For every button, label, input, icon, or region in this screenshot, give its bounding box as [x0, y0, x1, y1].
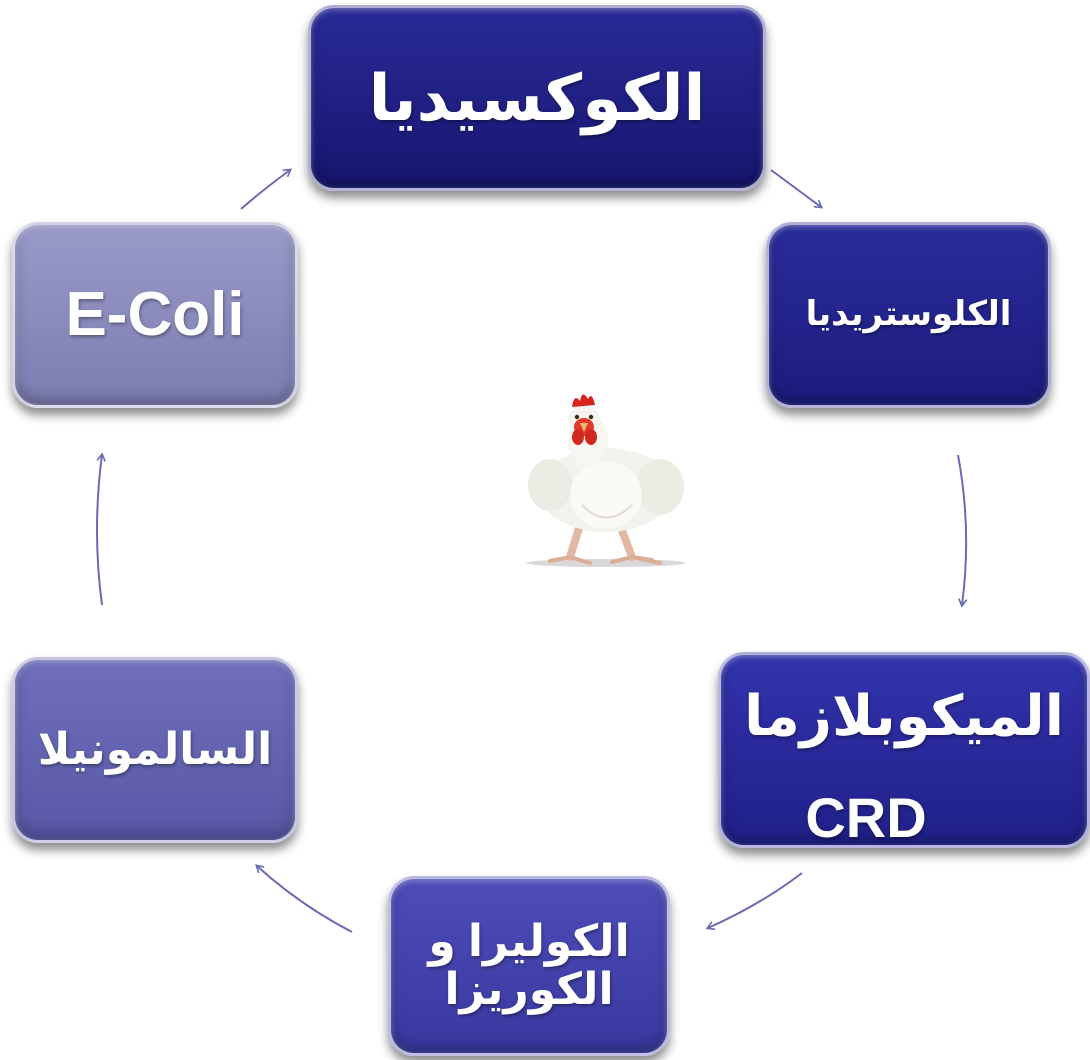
arrow-coccidia-to-clostridia [770, 169, 824, 209]
node-salmonella-label: السالمونيلا [37, 724, 273, 774]
node-coryza-label: الكوريزا [444, 965, 614, 1014]
arrow-clostridia-to-mycoplasma [957, 454, 968, 608]
node-mycoplasma-label: الميكوبلازما [744, 684, 1064, 748]
node-coccidia: الكوكسيديا [308, 5, 766, 191]
node-mycoplasma-crd-label: CRD [805, 786, 927, 849]
node-cholera-coryza: الكوليرا و الكوريزا [388, 876, 670, 1056]
node-cholera-label: الكوليرا و [428, 916, 630, 966]
node-mycoplasma: الميكوبلازما CRD [718, 652, 1090, 848]
arrow-mycoplasma-to-cholera [705, 872, 803, 931]
arrow-ecoli-to-coccidia [240, 168, 293, 210]
arrow-cholera-to-salmonella [255, 864, 353, 933]
chicken-image [526, 394, 686, 567]
node-ecoli-label: E-Coli [65, 279, 245, 349]
node-clostridia-label: الكلوستريديا [805, 295, 1012, 334]
node-clostridia: الكلوستريديا [766, 222, 1051, 408]
node-ecoli: E-Coli [12, 222, 298, 408]
node-salmonella: السالمونيلا [12, 657, 298, 843]
arrow-salmonella-to-ecoli [96, 452, 106, 606]
node-coccidia-label: الكوكسيديا [368, 61, 706, 134]
